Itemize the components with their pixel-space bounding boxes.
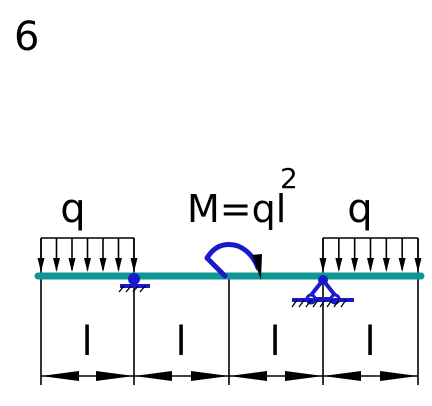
load-arrow-right bbox=[398, 238, 406, 272]
moment-label: M=ql bbox=[187, 187, 286, 231]
pin-support-icon bbox=[291, 275, 354, 308]
dimension-arrowhead bbox=[229, 371, 267, 381]
moment-arrow-icon bbox=[204, 242, 262, 280]
dimension-arrowhead bbox=[323, 371, 361, 381]
span-label-3: l bbox=[269, 319, 280, 365]
dimension-line bbox=[41, 371, 418, 381]
distributed-load-left bbox=[37, 237, 138, 272]
dimension-arrowhead bbox=[285, 371, 323, 381]
dimension-arrowhead bbox=[191, 371, 229, 381]
span-label-2: l bbox=[175, 319, 186, 365]
load-arrow-right bbox=[351, 238, 359, 272]
dimension-extension-lines bbox=[40, 238, 419, 385]
span-label-4: l bbox=[364, 319, 375, 365]
load-arrow-left bbox=[84, 238, 91, 272]
span-label-1: l bbox=[81, 319, 92, 365]
load-arrow-right bbox=[367, 238, 374, 272]
roller-support-icon bbox=[118, 273, 150, 293]
load-arrow-left bbox=[99, 238, 107, 272]
load-arrow-right bbox=[335, 238, 343, 272]
load-arrow-left bbox=[115, 238, 122, 272]
load-arrow-left bbox=[68, 238, 76, 272]
dimension-arrowhead bbox=[134, 371, 172, 381]
right-load-label: q bbox=[347, 186, 372, 232]
dimension-arrowhead bbox=[96, 371, 134, 381]
problem-number: 6 bbox=[14, 14, 39, 60]
dimension-arrowhead bbox=[41, 371, 79, 381]
load-arrow-right bbox=[382, 238, 390, 272]
distributed-load-right bbox=[319, 237, 422, 272]
load-arrow-left bbox=[53, 238, 60, 272]
left-load-label: q bbox=[60, 186, 85, 232]
moment-exponent: 2 bbox=[280, 162, 298, 195]
dimension-arrowhead bbox=[380, 371, 418, 381]
